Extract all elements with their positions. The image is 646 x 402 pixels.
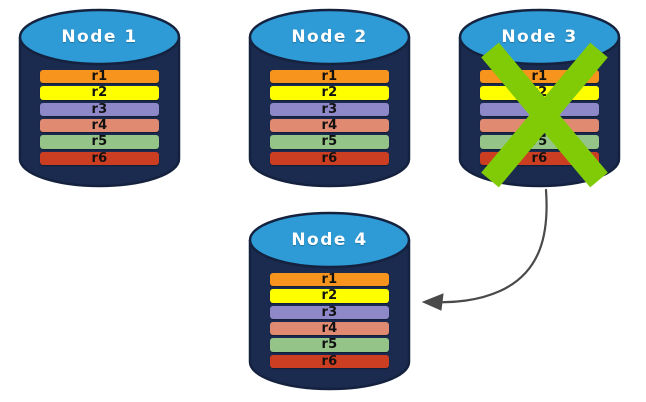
record-label: r1 <box>531 69 548 85</box>
record-bar[interactable]: r4 <box>270 321 389 337</box>
record-bar[interactable]: r5 <box>40 134 159 150</box>
record-bar[interactable]: r6 <box>480 150 599 166</box>
record-bar[interactable]: r6 <box>270 353 389 369</box>
record-label: r2 <box>91 85 108 101</box>
record-label: r1 <box>91 69 108 85</box>
record-bar[interactable]: r4 <box>40 118 159 134</box>
record-bar[interactable]: r1 <box>270 272 389 288</box>
record-bar[interactable]: r3 <box>480 101 599 117</box>
record-label: r6 <box>91 150 108 166</box>
record-label: r4 <box>531 118 548 134</box>
record-bar[interactable]: r2 <box>270 85 389 101</box>
record-bar[interactable]: r3 <box>40 101 159 117</box>
record-bar[interactable]: r5 <box>270 134 389 150</box>
record-label: r5 <box>91 134 108 150</box>
record-label: r2 <box>531 85 548 101</box>
record-bar[interactable]: r4 <box>480 118 599 134</box>
record-label: r2 <box>321 288 338 304</box>
record-label: r6 <box>321 150 338 166</box>
cylinder-top-ellipse <box>248 8 411 66</box>
record-label: r1 <box>321 272 338 288</box>
record-bar[interactable]: r2 <box>40 85 159 101</box>
arrow-curve <box>431 188 548 304</box>
record-label: r4 <box>321 321 338 337</box>
record-bar[interactable]: r5 <box>270 337 389 353</box>
record-label: r5 <box>531 134 548 150</box>
cylinder-top-ellipse <box>18 8 181 66</box>
record-label: r5 <box>321 134 338 150</box>
record-bar[interactable]: r4 <box>270 118 389 134</box>
cylinder-top-ellipse <box>248 211 411 269</box>
record-label: r3 <box>531 101 548 117</box>
record-bar[interactable]: r2 <box>480 85 599 101</box>
cylinder-top-ellipse <box>458 8 621 66</box>
record-label: r4 <box>91 118 108 134</box>
record-bar[interactable]: r1 <box>40 69 159 85</box>
record-bar[interactable]: r2 <box>270 288 389 304</box>
record-bar[interactable]: r1 <box>480 69 599 85</box>
record-bar[interactable]: r5 <box>480 134 599 150</box>
record-label: r6 <box>531 150 548 166</box>
record-label: r5 <box>321 337 338 353</box>
record-bar[interactable]: r3 <box>270 304 389 320</box>
record-bar[interactable]: r3 <box>270 101 389 117</box>
record-label: r6 <box>321 353 338 369</box>
record-label: r3 <box>321 304 338 320</box>
record-label: r2 <box>321 85 338 101</box>
record-bar[interactable]: r6 <box>270 150 389 166</box>
arrow-head <box>421 293 444 311</box>
record-label: r3 <box>91 101 108 117</box>
record-label: r4 <box>321 118 338 134</box>
record-bar[interactable]: r6 <box>40 150 159 166</box>
record-label: r1 <box>321 69 338 85</box>
record-bar[interactable]: r1 <box>270 69 389 85</box>
record-label: r3 <box>321 101 338 117</box>
